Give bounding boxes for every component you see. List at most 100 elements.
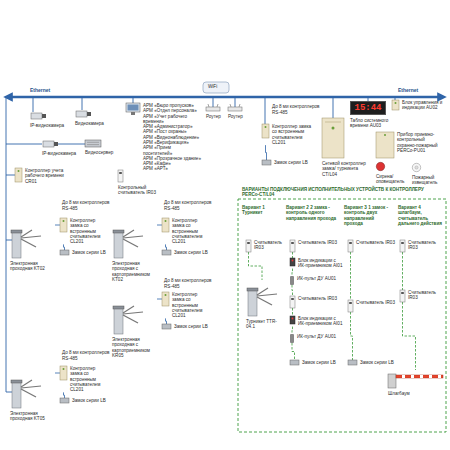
device-label: АРМ «Прием посетителей» (143, 145, 201, 156)
ctrl-icon (262, 124, 269, 138)
reader-node: Считыватель IR03 (400, 240, 444, 252)
reader-icon (400, 290, 405, 302)
section-heading: ВАРИАНТЫ ПОДКЛЮЧЕНИЯ ИСПОЛНИТЕЛЬНЫХ УСТР… (242, 187, 442, 198)
connector (55, 373, 60, 374)
connector (292, 252, 293, 258)
reader-node: Считыватель IR03 (290, 296, 344, 308)
reader-node: Считыватель IR03 (348, 300, 398, 312)
reader-node: Считыватель IR03 (246, 240, 288, 252)
device-label: Замок серии LB (72, 398, 108, 403)
siren-shape (376, 162, 385, 171)
device-label: Сирена/ оповещатель (376, 174, 408, 185)
panel-icon (376, 132, 394, 158)
ctrl-node: Контроллер замка со встроенным считывате… (60, 366, 106, 392)
ctrl-node: Контроллер замка со встроенным считывате… (60, 218, 106, 244)
turnstile-shape (10, 222, 42, 258)
bigctrl-shape (322, 118, 344, 158)
camera-node: IP-видеокамера (30, 112, 70, 128)
display-node: 15:44Табло системного времени AU03 (350, 101, 390, 129)
remote-shape (290, 334, 294, 343)
ctrl-shape (162, 292, 169, 306)
turnstile-icon (10, 372, 42, 408)
turnstile-node: Электронная проходная с картоприемником … (112, 298, 157, 358)
panel-shape (376, 132, 394, 158)
connector (402, 252, 403, 290)
lock-shape (162, 250, 171, 255)
lock-node: Замок серии LB (60, 398, 108, 403)
device-label: Контроллер замка со встроенным считывате… (70, 218, 106, 244)
turnstile-shape (112, 298, 144, 334)
router-icon (206, 104, 220, 111)
text-label: RS-485 (164, 284, 194, 289)
device-label: Считыватель IR03 (356, 300, 398, 305)
ctrl-node: Контроллер замка со встроенным считывате… (162, 292, 208, 318)
connector (403, 302, 416, 370)
reader-shape (400, 240, 405, 252)
device-label: Электронная проходная KT05 (10, 411, 55, 422)
reader-shape (118, 170, 123, 182)
router-icon (228, 104, 242, 111)
text-label: RS-485 (272, 110, 302, 115)
text-label: Ethernet (30, 88, 70, 94)
lock-icon (60, 250, 69, 255)
lock-shape (262, 160, 271, 165)
reader-shape (246, 240, 251, 252)
detector-icon (412, 163, 421, 172)
wifi-badge (203, 82, 229, 93)
device-label: Электронная проходная KT02 (10, 261, 55, 272)
bus-drops (6, 98, 395, 392)
connector (292, 285, 294, 296)
device-label: АРМ «Прозрачное здание» (143, 156, 201, 161)
ctrl-shape (262, 124, 269, 138)
barrier-shape (388, 370, 443, 388)
reader-shape (348, 300, 353, 312)
device-label: Электронная проходная с картоприемником … (112, 261, 157, 282)
lock-node: Замок серии LB (60, 250, 108, 255)
camera-node: IP-видеокамера (42, 140, 82, 156)
reader-node: Контрольный считыватель IR03 (118, 170, 158, 196)
lock-node: Замок серии LB (290, 360, 348, 365)
section-heading: Вариант 1 Турникет (242, 205, 282, 216)
router-node: Роутер (206, 104, 226, 119)
indicator-icon (290, 258, 295, 266)
lock-icon (162, 250, 171, 255)
remote-node: ИК-пульт ДУ AU01 (290, 334, 343, 343)
ctrl-icon (15, 168, 22, 182)
device-label: Контроллер замка со встроенным считывате… (70, 366, 106, 392)
turnstile-node: Электронная проходная KT05 (10, 372, 55, 422)
reader-icon (348, 240, 353, 252)
device-label: АРМ «Видеонаблюдение» (143, 135, 201, 140)
connector (266, 145, 267, 160)
lock-icon (348, 360, 357, 365)
indicator-icon (290, 316, 295, 324)
device-label: Видеосервер (85, 150, 120, 155)
display-shape: 15:44 (350, 101, 386, 115)
turnstile-shape (10, 372, 42, 408)
camera-node: Видеокамера (75, 110, 110, 126)
reader-shape (348, 240, 353, 252)
text-label: До 8 ми контроллеров (272, 104, 322, 109)
device-label: АРМ «Кафе» (143, 161, 201, 166)
lock-icon (262, 160, 271, 165)
ctrl-icon (60, 218, 67, 232)
reader-node: Считыватель IR03 (348, 240, 398, 252)
connector (351, 312, 353, 360)
detector-node: Пожарный извещатель (412, 163, 446, 186)
device-label: Контроллер замка со встроенным считывате… (172, 218, 208, 244)
turnstile-node: Электронная проходная с картоприемником … (112, 222, 157, 282)
connector (157, 299, 162, 300)
ctrl-node: Контроллер замка со встроенным считывате… (262, 124, 312, 145)
device-label: Турникет TTR-04.1 (246, 319, 284, 330)
device-label: Замок серии LB (72, 250, 108, 255)
connector (292, 308, 293, 316)
section-heading: Вариант 2 2 замка - контроль одного напр… (286, 205, 340, 221)
turnstile-shape (246, 280, 278, 316)
lock-icon (290, 360, 299, 365)
ctrl-shape (60, 366, 67, 380)
camera-shape (75, 110, 91, 118)
device-label: Считыватель IR03 (356, 240, 398, 245)
siren-node: Сирена/ оповещатель (376, 162, 408, 185)
turnstile-icon (246, 280, 278, 316)
ctrl-icon (162, 218, 169, 232)
